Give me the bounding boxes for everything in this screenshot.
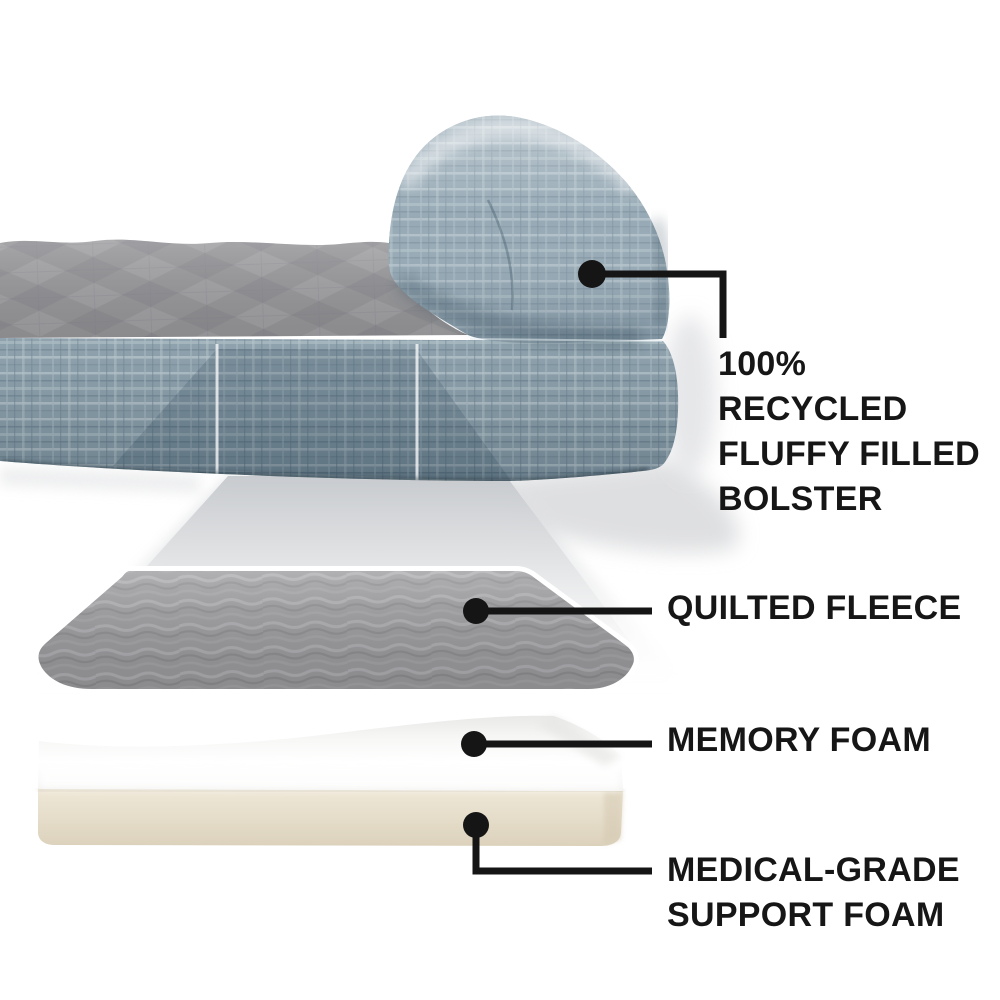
callout-lines bbox=[472, 270, 727, 875]
bed-top-fleece bbox=[0, 239, 468, 338]
callout-dot-memory-foam bbox=[461, 731, 487, 757]
memory-foam-layer bbox=[38, 715, 623, 791]
bolster-body-seam bbox=[469, 338, 663, 342]
bed bbox=[0, 115, 679, 481]
ground-shadows bbox=[0, 315, 739, 553]
callout-label-memory-foam: MEMORY FOAM bbox=[667, 721, 931, 759]
callout-dot-quilted-fleece bbox=[463, 598, 489, 624]
quilted-fleece-layer bbox=[33, 566, 639, 694]
callout-line-bolster bbox=[592, 270, 727, 338]
callout-dots bbox=[461, 260, 606, 838]
bolster-cap-seam bbox=[486, 199, 514, 311]
support-foam-layer bbox=[37, 787, 624, 846]
callout-label-quilted-fleece: QUILTED FLEECE bbox=[667, 589, 962, 627]
bolster bbox=[388, 115, 673, 349]
callout-label-support-foam: MEDICAL-GRADE SUPPORT FOAM bbox=[667, 851, 960, 934]
callout-dot-support-foam bbox=[463, 812, 489, 838]
callout-line-support-foam bbox=[472, 825, 652, 875]
callout-label-bolster: 100% RECYCLED FLUFFY FILLED BOLSTER bbox=[718, 345, 981, 518]
callout-dot-bolster bbox=[578, 260, 606, 288]
